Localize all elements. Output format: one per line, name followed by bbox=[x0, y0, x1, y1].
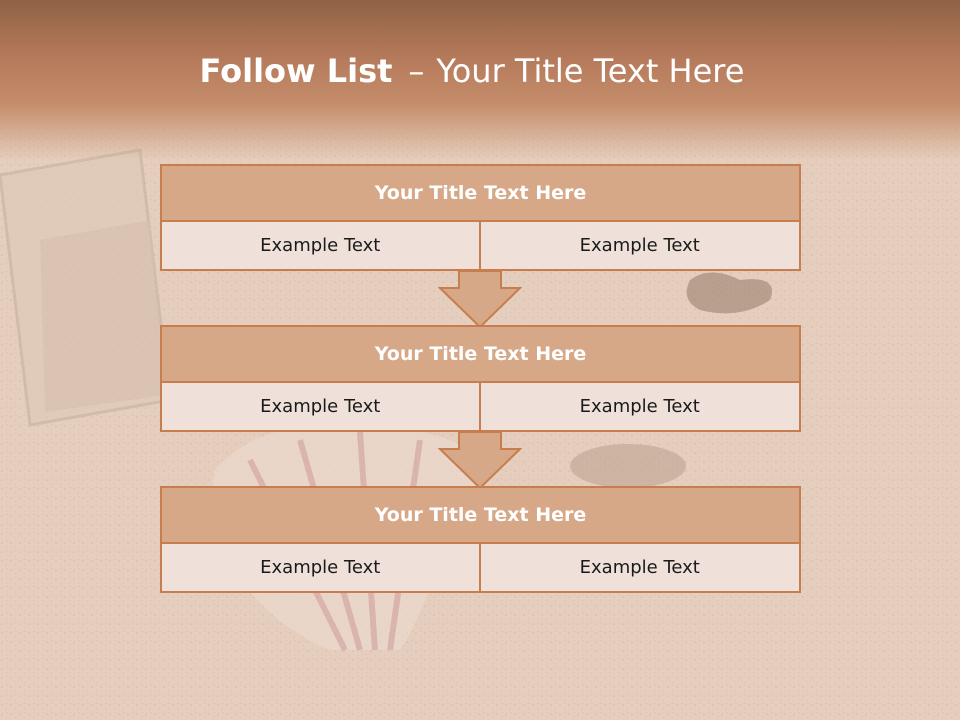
slide-title: Follow List–Your Title Text Here bbox=[0, 52, 944, 90]
list-block-cell-right: Example Text bbox=[478, 220, 801, 271]
slide-title-dash: – bbox=[408, 52, 425, 90]
down-arrow-icon bbox=[438, 270, 522, 328]
title-band bbox=[0, 0, 960, 160]
list-block-row: Example Text Example Text bbox=[160, 381, 801, 432]
list-block-cell-left: Example Text bbox=[160, 220, 481, 271]
list-block-row: Example Text Example Text bbox=[160, 220, 801, 271]
list-block-1: Your Title Text Here Example Text Exampl… bbox=[160, 164, 801, 271]
list-block-cell-right: Example Text bbox=[478, 381, 801, 432]
list-block-cell-left: Example Text bbox=[160, 542, 481, 593]
slide-title-rest: Your Title Text Here bbox=[436, 52, 745, 90]
list-block-title: Your Title Text Here bbox=[160, 486, 801, 544]
list-block-2: Your Title Text Here Example Text Exampl… bbox=[160, 325, 801, 432]
list-block-cell-left: Example Text bbox=[160, 381, 481, 432]
list-block-3: Your Title Text Here Example Text Exampl… bbox=[160, 486, 801, 593]
list-block-title: Your Title Text Here bbox=[160, 164, 801, 222]
down-arrow-icon bbox=[438, 431, 522, 489]
slide-title-bold: Follow List bbox=[199, 52, 393, 90]
pebble-shape bbox=[570, 272, 772, 488]
list-block-row: Example Text Example Text bbox=[160, 542, 801, 593]
list-block-cell-right: Example Text bbox=[478, 542, 801, 593]
list-block-title: Your Title Text Here bbox=[160, 325, 801, 383]
